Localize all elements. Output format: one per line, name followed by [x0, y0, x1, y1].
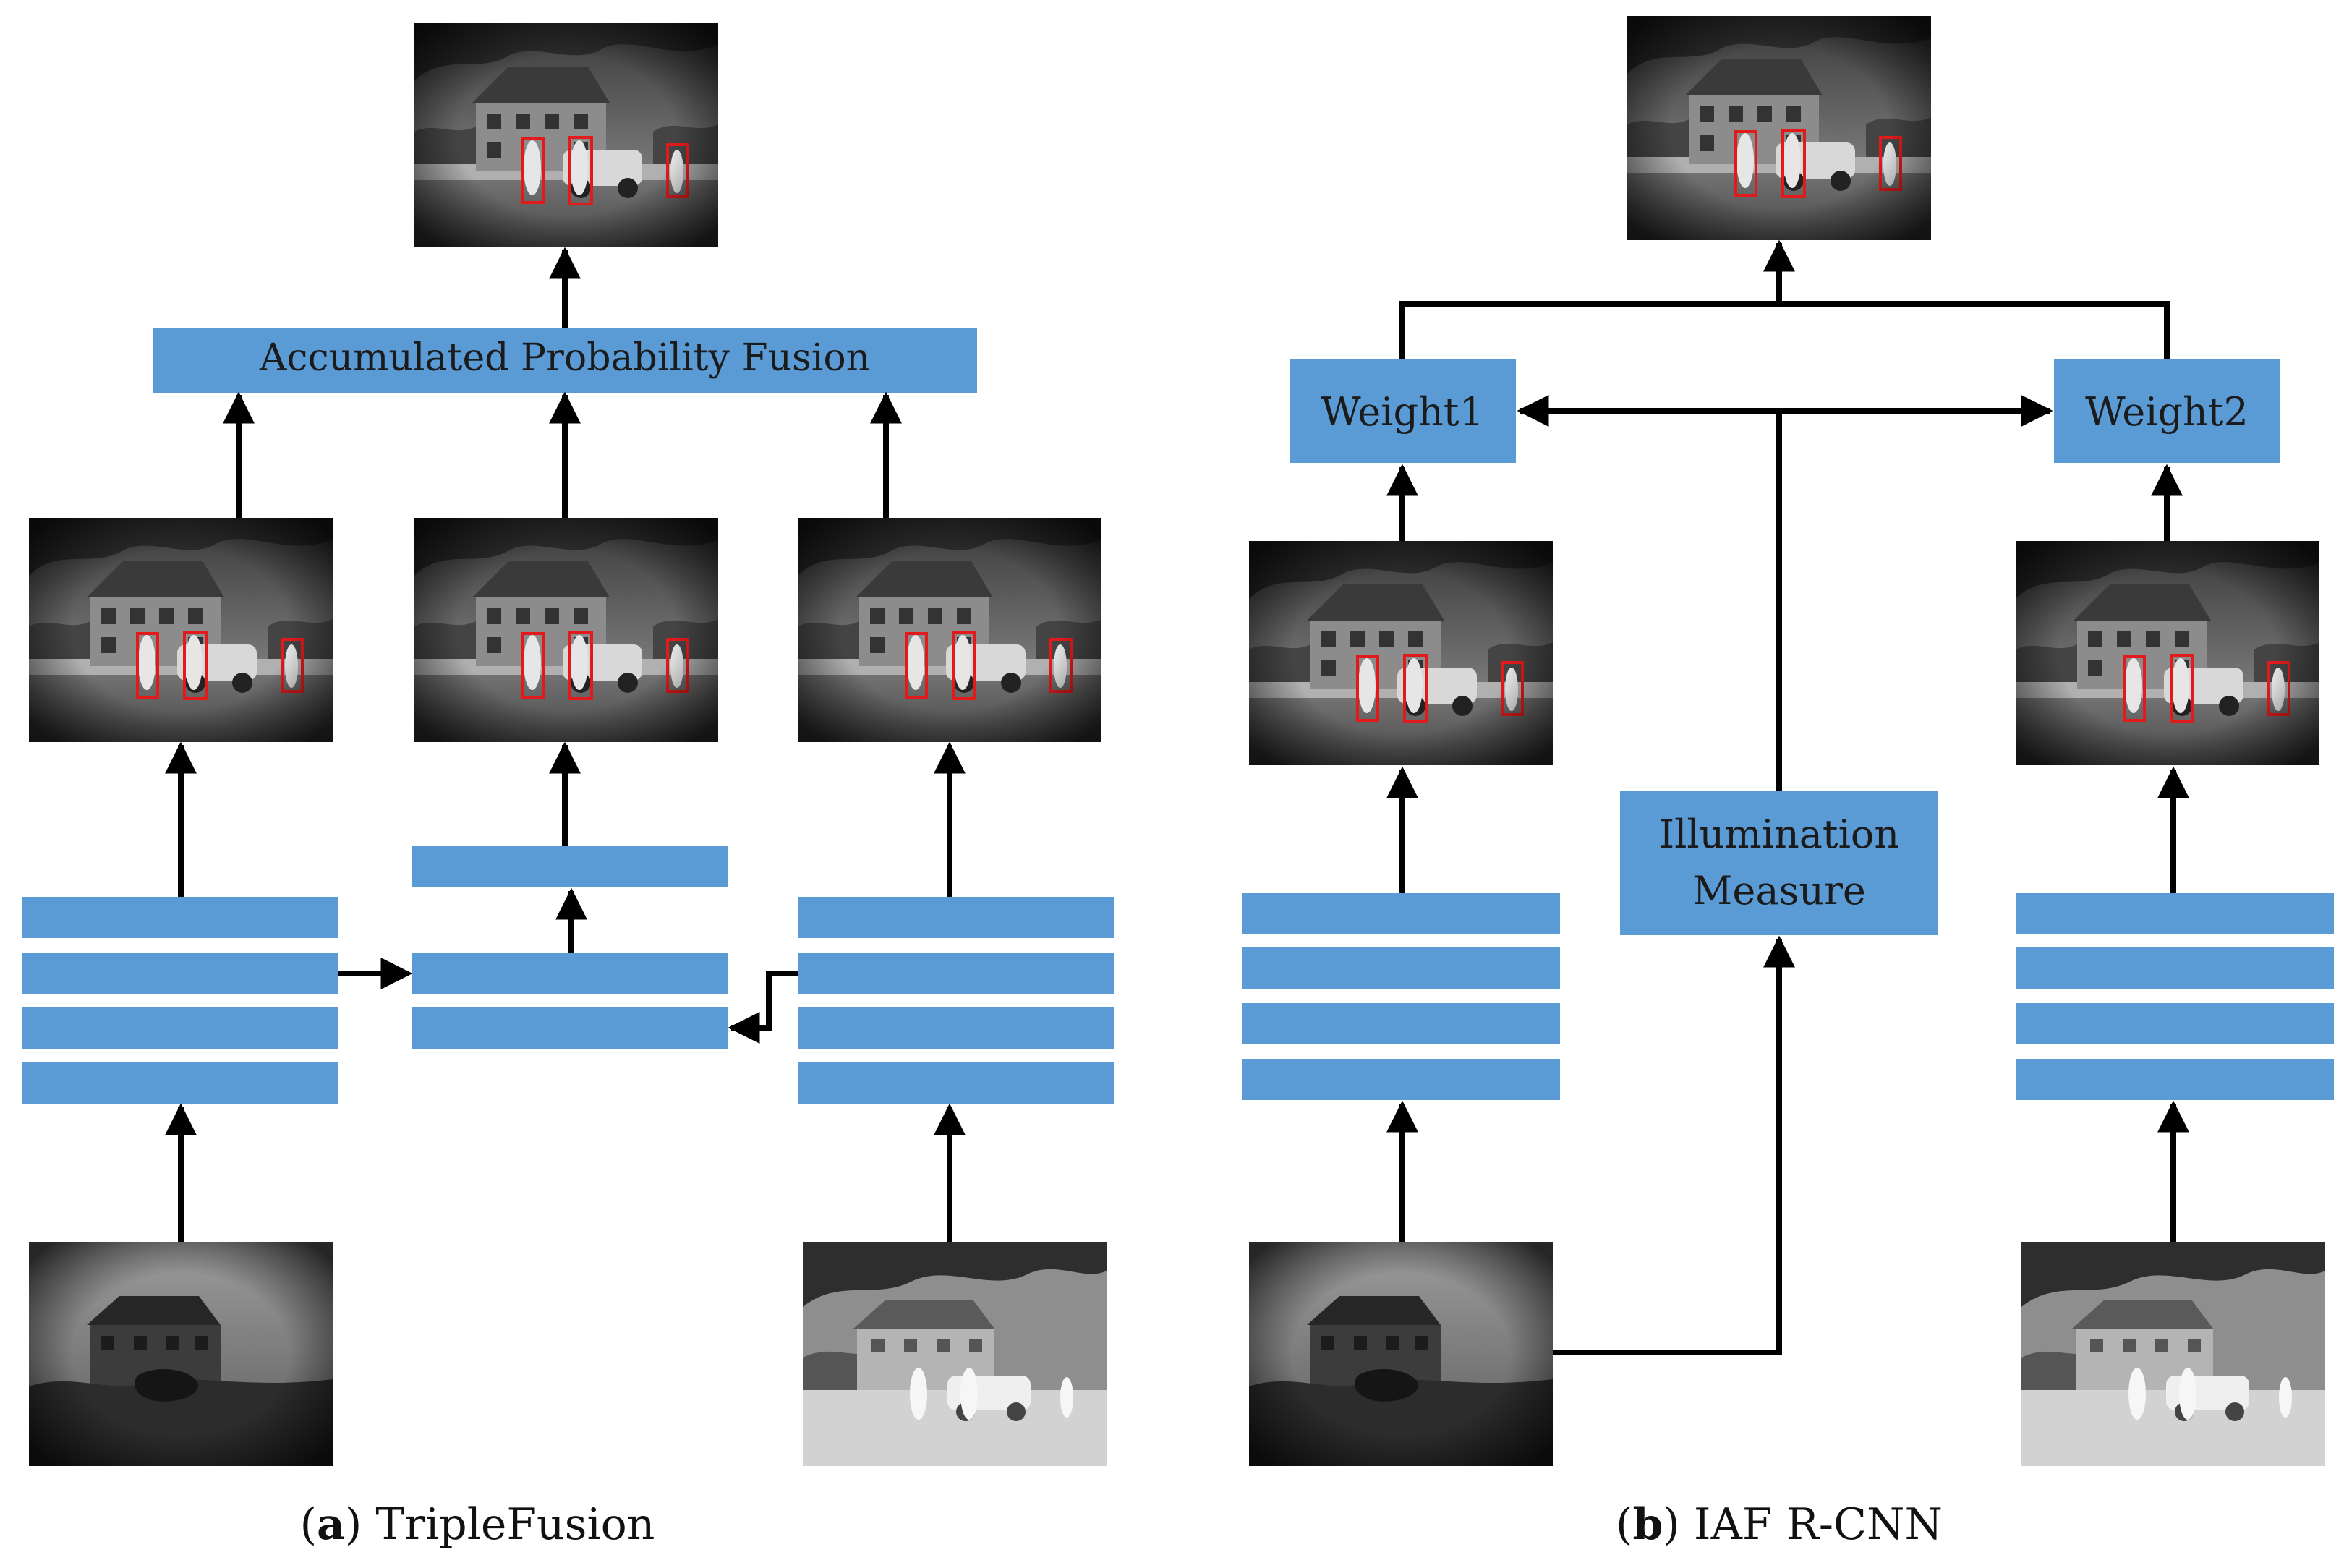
thermal-input-image [2021, 1242, 2325, 1466]
conv-layer [798, 897, 1114, 938]
output-detection-image [1626, 14, 1932, 242]
caption-b: (b) IAF R-CNN [1616, 1499, 1943, 1550]
conv-layer [2016, 1059, 2334, 1100]
weight1-label: Weight1 [1321, 389, 1484, 435]
caption-b-text: IAF R-CNN [1694, 1499, 1943, 1550]
weight1-block [1290, 359, 1516, 463]
output-detection-image [413, 22, 720, 249]
caption-a-letter: a [317, 1499, 345, 1550]
illumination-label-line1: Illumination [1659, 811, 1899, 857]
illumination-input-connector [1553, 935, 1795, 1355]
merge-connector [1399, 301, 2170, 359]
conv-layer [22, 897, 338, 938]
weight2-label: Weight2 [2085, 389, 2249, 435]
conv-layer [798, 1062, 1114, 1104]
detection-image-right [2014, 540, 2321, 767]
left-conv-stack [1242, 893, 1560, 1100]
weight2-block [2054, 359, 2280, 463]
conv-layer [2016, 1003, 2334, 1044]
conv-layer [798, 1007, 1114, 1049]
accumulated-probability-fusion-block [153, 328, 977, 393]
accumulated-probability-fusion-label: Accumulated Probability Fusion [259, 336, 870, 380]
left-conv-stack [22, 897, 338, 1104]
conv-layer [22, 1007, 338, 1049]
caption-a-text: TripleFusion [375, 1499, 655, 1550]
panel-b-arrows [1386, 239, 2189, 1355]
conv-layer [22, 953, 338, 994]
middle-fusion-stack [412, 846, 728, 1049]
visible-input-image [29, 1242, 333, 1466]
detection-image-left [27, 516, 334, 743]
detection-image-middle [413, 516, 720, 743]
conv-layer [1242, 947, 1560, 989]
arrow [728, 971, 798, 1044]
panel-b-iaf-rcnn: Weight1 Weight2 Illumination Measure [1242, 14, 2334, 1550]
thermal-input-image [803, 1242, 1107, 1466]
caption-b-letter: b [1632, 1499, 1663, 1550]
conv-layer [1242, 1059, 1560, 1100]
conv-layer [1242, 1003, 1560, 1044]
panel-a-arrows [165, 247, 966, 1242]
detection-image-left [1248, 540, 1554, 767]
panel-a-triplefusion: Accumulated Probability Fusion [22, 22, 1114, 1550]
detection-image-right [796, 516, 1103, 743]
right-conv-stack [798, 897, 1114, 1104]
fusion-layer [412, 953, 728, 994]
right-conv-stack [2016, 893, 2334, 1100]
conv-layer [1242, 893, 1560, 934]
conv-layer [798, 953, 1114, 994]
fusion-output-layer [412, 846, 728, 887]
fusion-layer [412, 1007, 728, 1049]
illumination-label-line2: Measure [1692, 868, 1866, 913]
caption-a: (a) TripleFusion [300, 1499, 655, 1550]
conv-layer [2016, 947, 2334, 989]
conv-layer [2016, 893, 2334, 934]
illumination-measure-block [1620, 791, 1938, 935]
visible-input-image [1249, 1242, 1553, 1466]
conv-layer [22, 1062, 338, 1104]
